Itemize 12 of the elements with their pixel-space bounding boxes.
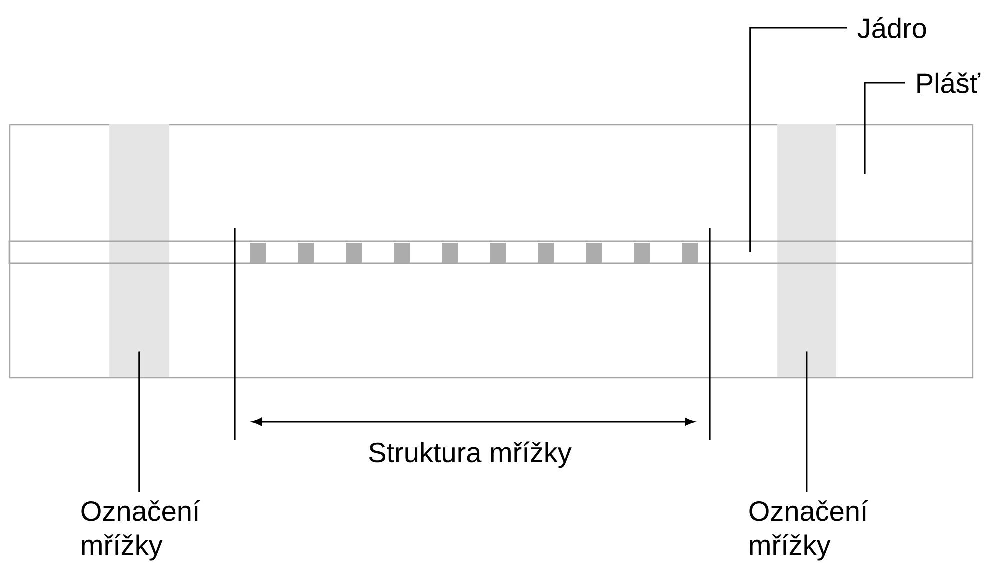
leader-line [806, 352, 808, 492]
grating-mark [777, 124, 836, 378]
leader-label: Označení mřížky [750, 500, 868, 561]
leader-line [138, 352, 140, 492]
leader-line [864, 82, 905, 174]
dimension-label: Struktura mřížky [369, 442, 572, 468]
leader-label: Plášť [918, 72, 981, 94]
leader-label: Označení mřížky [82, 500, 200, 561]
grating-mark [109, 124, 170, 378]
core-band [8, 240, 973, 264]
leader-label: Jádro [858, 18, 926, 38]
leader-line [750, 27, 847, 252]
